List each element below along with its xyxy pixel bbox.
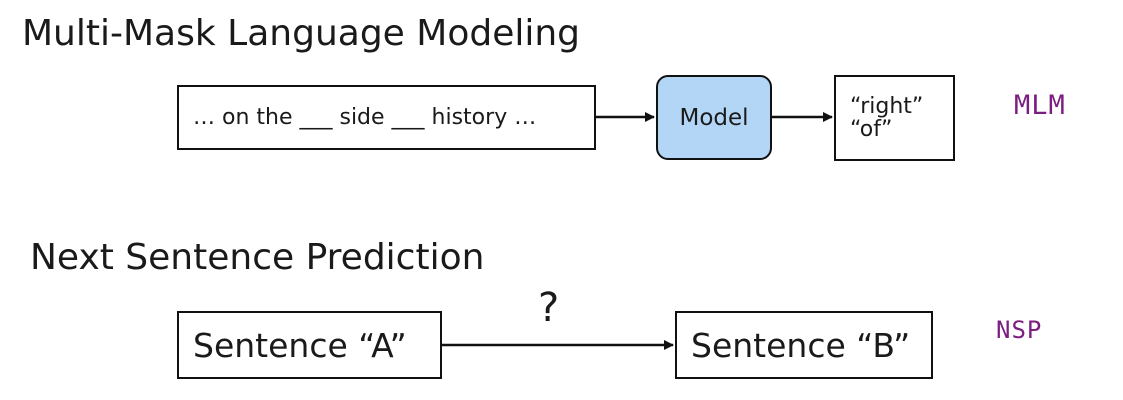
model-label: Model (679, 104, 749, 131)
mlm-section-title: Multi-Mask Language Modeling (22, 13, 581, 54)
nsp-handwritten-note: NSP (996, 316, 1043, 344)
sentence-a-box: Sentence “A” (177, 311, 442, 379)
output-token-2: “of” (850, 117, 893, 142)
model-box: Model (656, 75, 772, 160)
output-box: “right” “of” (834, 75, 955, 161)
sentence-b-box: Sentence “B” (675, 311, 933, 379)
sentence-a-text: Sentence “A” (193, 325, 407, 365)
nsp-section-title: Next Sentence Prediction (30, 237, 485, 278)
masked-input-box: … on the ___ side ___ history … (177, 85, 596, 150)
mlm-handwritten-note: MLM (1014, 90, 1066, 121)
question-mark: ? (538, 285, 560, 331)
output-token-1: “right” (850, 93, 924, 119)
masked-input-text: … on the ___ side ___ history … (193, 105, 537, 130)
sentence-b-text: Sentence “B” (691, 325, 911, 365)
